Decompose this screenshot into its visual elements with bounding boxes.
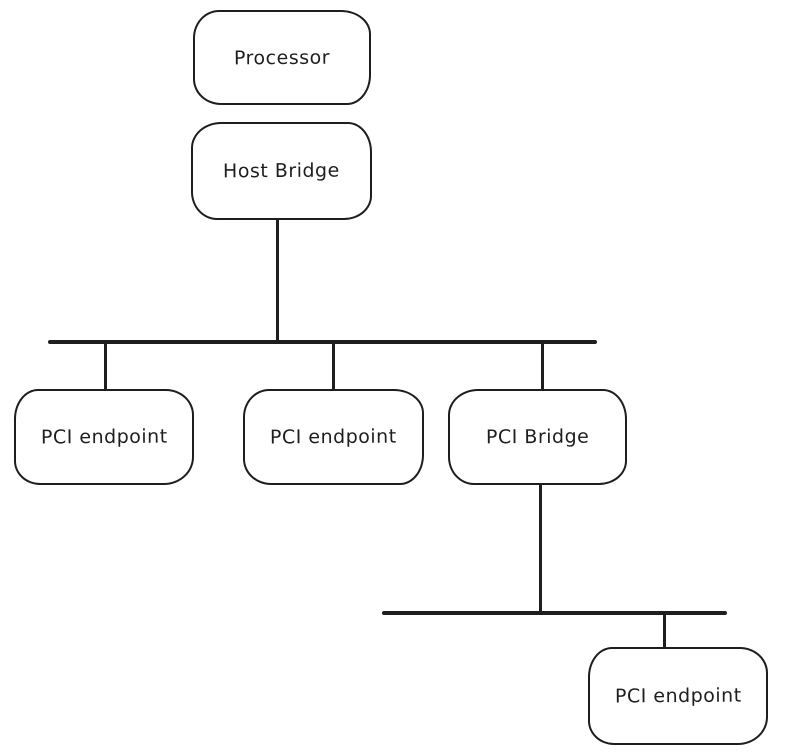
connector-bus2-to-endpoint3 bbox=[663, 614, 666, 648]
node-pci-endpoint-1-label: PCI endpoint bbox=[40, 425, 168, 449]
node-pci-endpoint-3: PCI endpoint bbox=[588, 647, 768, 745]
node-host-bridge: Host Bridge bbox=[191, 122, 372, 220]
bus2-line bbox=[382, 611, 727, 615]
bus1-line bbox=[48, 340, 597, 344]
node-processor: Processor bbox=[193, 10, 371, 105]
connector-bus1-to-endpoint1 bbox=[104, 343, 107, 390]
connector-bus1-to-pci-bridge bbox=[541, 343, 544, 390]
connector-host-bridge-to-bus1 bbox=[276, 219, 279, 343]
node-pci-endpoint-1: PCI endpoint bbox=[14, 389, 194, 485]
node-host-bridge-label: Host Bridge bbox=[223, 159, 340, 183]
node-pci-endpoint-3-label: PCI endpoint bbox=[614, 684, 742, 708]
connector-pci-bridge-to-bus2 bbox=[539, 484, 542, 613]
node-pci-bridge-label: PCI Bridge bbox=[485, 425, 590, 449]
node-pci-bridge: PCI Bridge bbox=[448, 389, 627, 485]
node-pci-endpoint-2: PCI endpoint bbox=[243, 389, 424, 485]
connector-bus1-to-endpoint2 bbox=[332, 343, 335, 390]
node-processor-label: Processor bbox=[233, 46, 331, 69]
node-pci-endpoint-2-label: PCI endpoint bbox=[270, 425, 397, 449]
